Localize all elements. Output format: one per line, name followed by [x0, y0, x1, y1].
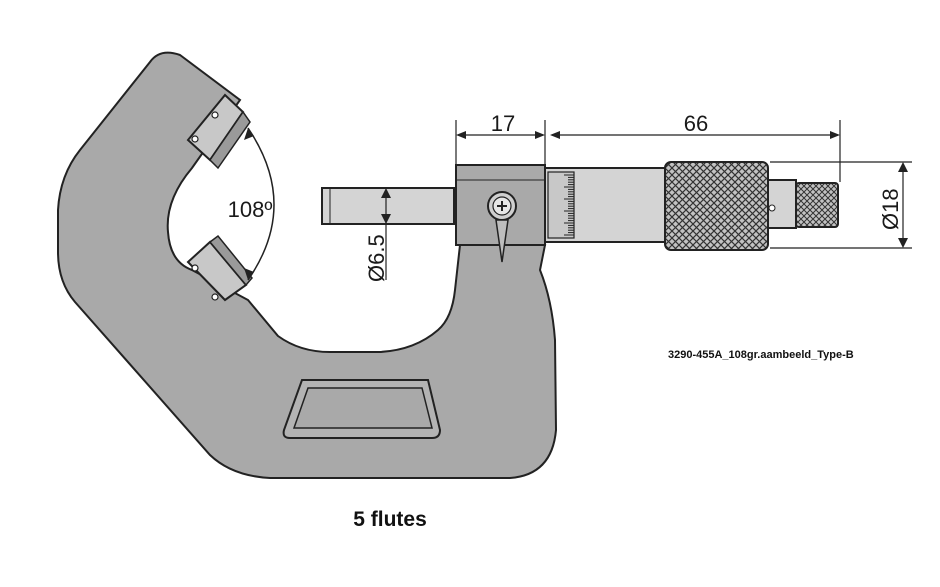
- thimble-knurl: [664, 161, 769, 251]
- spindle-lock: [487, 191, 517, 263]
- dim-17: [455, 120, 546, 165]
- angle-label: 108º: [228, 197, 273, 222]
- frame-gap-label: 17: [491, 111, 515, 136]
- micrometer-frame: [57, 51, 558, 479]
- thimble-diameter-label: Ø18: [878, 188, 903, 230]
- drawing-code: 3290-455A_108gr.aambeeld_Type-B: [668, 349, 854, 361]
- ratchet-knob: [795, 182, 839, 228]
- lower-anvil: [186, 234, 253, 302]
- angle-arc: [247, 127, 275, 281]
- thimble-length-label: 66: [684, 111, 708, 136]
- ratchet-shaft: [767, 179, 797, 229]
- micrometer-sleeve: [544, 167, 666, 243]
- flutes-caption: 5 flutes: [353, 508, 427, 531]
- upper-anvil: [186, 93, 251, 170]
- spindle-diameter-label: Ø6.5: [364, 234, 389, 282]
- frame-grip-window: [282, 379, 442, 439]
- dim-66: [550, 120, 841, 182]
- dim-18: [770, 161, 912, 249]
